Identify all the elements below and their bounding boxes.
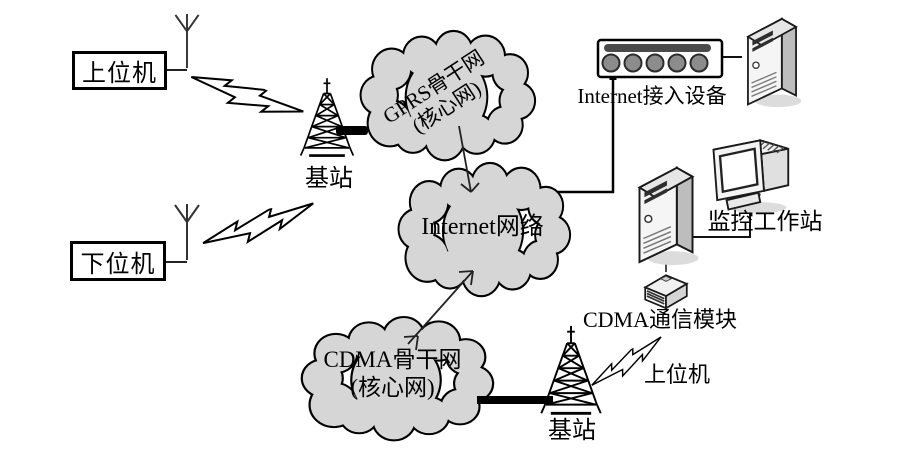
internet-cloud-label: Internet网络 [421,214,544,240]
upper-computer-bottom-label: 上位机 [643,362,710,387]
base-station-left-label: 基站 [305,166,353,192]
lightning-bolt-icon-top [186,58,306,135]
lightning-bolt-icon-middle [197,199,320,252]
cdma-cloud-label-line1: CDMA骨干网 [323,347,462,373]
cdma-module-label: CDMA通信模块 [582,307,737,332]
link-internet-to-cdma [403,270,474,351]
lower-computer-label: 下位机 [80,251,156,278]
server-tower-icon [746,17,803,108]
base-station-tower-left-icon [299,76,355,157]
upper-computer-top-label: 上位机 [82,61,157,87]
link-gprs-to-internet [458,125,480,193]
link-cdma-cloud-to-basestation [477,396,553,404]
modem-icon [644,274,688,310]
antenna-icon-top [174,12,200,70]
monitoring-workstation-label: 监控工作站 [707,209,823,234]
internet-access-device-label: Internet接入设备 [577,84,727,108]
upper-computer-top-box: 上位机 [72,51,167,90]
lower-computer-box: 下位机 [70,241,166,281]
antenna-feed-lines [165,69,187,263]
workstation-tower-icon [638,166,700,266]
base-station-right-label: 基站 [548,418,596,444]
router-icon [596,38,724,79]
connector-workstation-to-monitor [687,204,751,238]
antenna-icon-bottom [174,203,200,261]
cdma-cloud-label-line2: (核心网) [350,375,435,400]
crt-monitor-icon [712,139,790,215]
connector-internet-cloud-to-access-device [551,79,615,194]
cdma-cloud-label: CDMA骨干网 (核心网) [305,345,480,403]
